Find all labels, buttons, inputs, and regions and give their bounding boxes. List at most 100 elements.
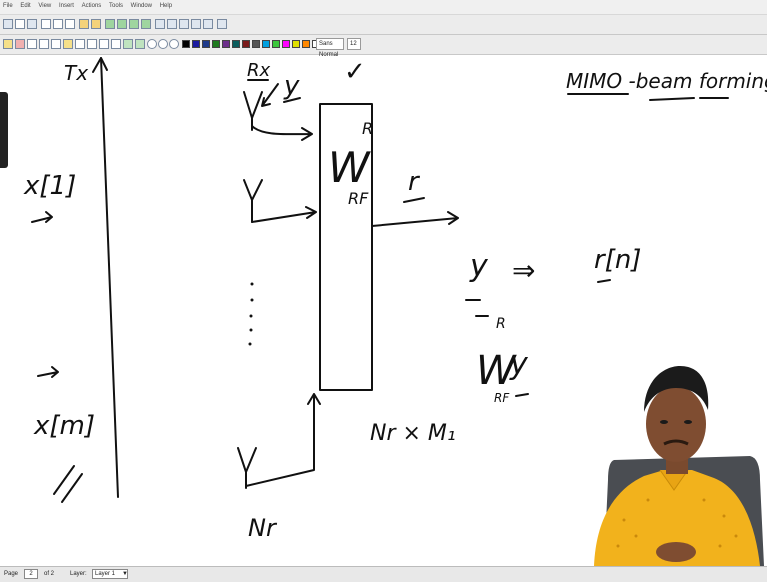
r-output-label: r: [408, 167, 421, 197]
xm-arrow: [38, 367, 58, 377]
status-bar: Page 2 of 2 Layer: Layer 1 ▼: [0, 566, 767, 582]
color-swatch[interactable]: [182, 40, 190, 48]
tx-arrowhead: [93, 58, 107, 72]
zoom-in-icon[interactable]: [155, 19, 165, 29]
y-annotation-arrow: [262, 84, 278, 106]
zoom-out-icon[interactable]: [167, 19, 177, 29]
output-arrow: [372, 212, 458, 226]
chevron-down-icon[interactable]: ▼: [122, 571, 128, 577]
color-swatch[interactable]: [202, 40, 210, 48]
menu-insert[interactable]: Insert: [56, 0, 77, 9]
color-swatch[interactable]: [302, 40, 310, 48]
continuation-marks: [54, 466, 82, 502]
prev-page-icon[interactable]: [117, 19, 127, 29]
hand-tool-icon[interactable]: [111, 39, 121, 49]
color-swatch[interactable]: [232, 40, 240, 48]
presenter-head: [646, 386, 706, 462]
x1-arrow: [32, 212, 52, 222]
color-swatch[interactable]: [252, 40, 260, 48]
r-output-underline: [404, 198, 424, 202]
undo-icon[interactable]: [79, 19, 89, 29]
highlighter-icon[interactable]: [27, 39, 37, 49]
select-region-icon[interactable]: [75, 39, 85, 49]
eraser-icon[interactable]: [15, 39, 25, 49]
menu-file[interactable]: File: [0, 0, 16, 9]
zoom-fit-icon[interactable]: [179, 19, 189, 29]
xm-label: x[m]: [33, 411, 95, 441]
main-toolbar: [0, 15, 767, 35]
color-swatch[interactable]: [222, 40, 230, 48]
antenna-2-link: [252, 207, 316, 222]
mimo-beamforming-title: MIMO -beam forming: [566, 69, 767, 93]
color-swatch[interactable]: [272, 40, 280, 48]
font-size-field[interactable]: 12: [347, 38, 361, 50]
w2-sup: R: [496, 316, 506, 332]
image-tool-icon[interactable]: [51, 39, 61, 49]
drawing-toolbar: Sans Normal 12: [0, 35, 767, 55]
antenna-ellipsis: [249, 283, 254, 346]
page-count: of 2: [44, 571, 54, 577]
open-icon[interactable]: [27, 19, 37, 29]
copy-icon[interactable]: [53, 19, 63, 29]
menu-actions[interactable]: Actions: [79, 0, 105, 9]
antenna-1: [244, 92, 262, 130]
menu-help[interactable]: Help: [157, 0, 175, 9]
w2-y: y: [509, 347, 529, 382]
menu-bar: File Edit View Insert Actions Tools Wind…: [0, 0, 767, 15]
next-page-icon[interactable]: [129, 19, 139, 29]
color-swatch[interactable]: [292, 40, 300, 48]
title-underline-2: [650, 98, 728, 100]
medium-pen-icon[interactable]: [158, 39, 168, 49]
nr-label: Nr: [248, 514, 278, 542]
fullscreen-icon[interactable]: [217, 19, 227, 29]
thick-pen-icon[interactable]: [169, 39, 179, 49]
y-lhs-underline: [466, 300, 488, 316]
layer-label: Layer:: [70, 571, 87, 577]
shape-recognizer-icon[interactable]: [123, 39, 133, 49]
vertical-space-icon[interactable]: [99, 39, 109, 49]
select-rect-icon[interactable]: [87, 39, 97, 49]
paste-icon[interactable]: [65, 19, 75, 29]
rx-label: Rx: [247, 60, 271, 81]
save-icon[interactable]: [3, 19, 13, 29]
font-name-field[interactable]: Sans Normal: [316, 38, 344, 50]
antenna-n-link: [246, 394, 320, 486]
color-swatch[interactable]: [282, 40, 290, 48]
zoom-width-icon[interactable]: [191, 19, 201, 29]
menu-edit[interactable]: Edit: [17, 0, 33, 9]
page-number-field[interactable]: 2: [24, 569, 38, 579]
color-swatch[interactable]: [212, 40, 220, 48]
last-page-icon[interactable]: [141, 19, 151, 29]
new-page-icon[interactable]: [15, 19, 25, 29]
check-mark: ✓: [344, 57, 366, 87]
ruler-shape-icon[interactable]: [135, 39, 145, 49]
color-swatch[interactable]: [242, 40, 250, 48]
zoom-page-icon[interactable]: [203, 19, 213, 29]
redo-icon[interactable]: [91, 19, 101, 29]
color-swatch[interactable]: [262, 40, 270, 48]
wrf-w: W: [328, 143, 371, 192]
cut-icon[interactable]: [41, 19, 51, 29]
presenter-webcam: [574, 340, 767, 566]
antenna-1-link: [252, 126, 312, 140]
x1-label: x[1]: [23, 171, 76, 201]
menu-tools[interactable]: Tools: [106, 0, 126, 9]
implies-symbol: ⇒: [512, 254, 535, 287]
antenna-2: [244, 180, 262, 222]
color-swatch[interactable]: [192, 40, 200, 48]
pen-icon[interactable]: [3, 39, 13, 49]
thin-pen-icon[interactable]: [147, 39, 157, 49]
w2-sub: RF: [494, 391, 510, 405]
menu-window[interactable]: Window: [128, 0, 155, 9]
tx-label: Tx: [64, 61, 88, 85]
y-lhs: y: [469, 249, 489, 284]
ruler-icon[interactable]: [63, 39, 73, 49]
antenna-n: [238, 448, 256, 488]
page-label: Page: [4, 571, 18, 577]
y-annotation: y: [283, 71, 300, 101]
dims-label: Nr × M₁: [370, 421, 456, 446]
menu-view[interactable]: View: [35, 0, 54, 9]
wrf-sub: RF: [348, 189, 369, 208]
text-tool-icon[interactable]: [39, 39, 49, 49]
first-page-icon[interactable]: [105, 19, 115, 29]
